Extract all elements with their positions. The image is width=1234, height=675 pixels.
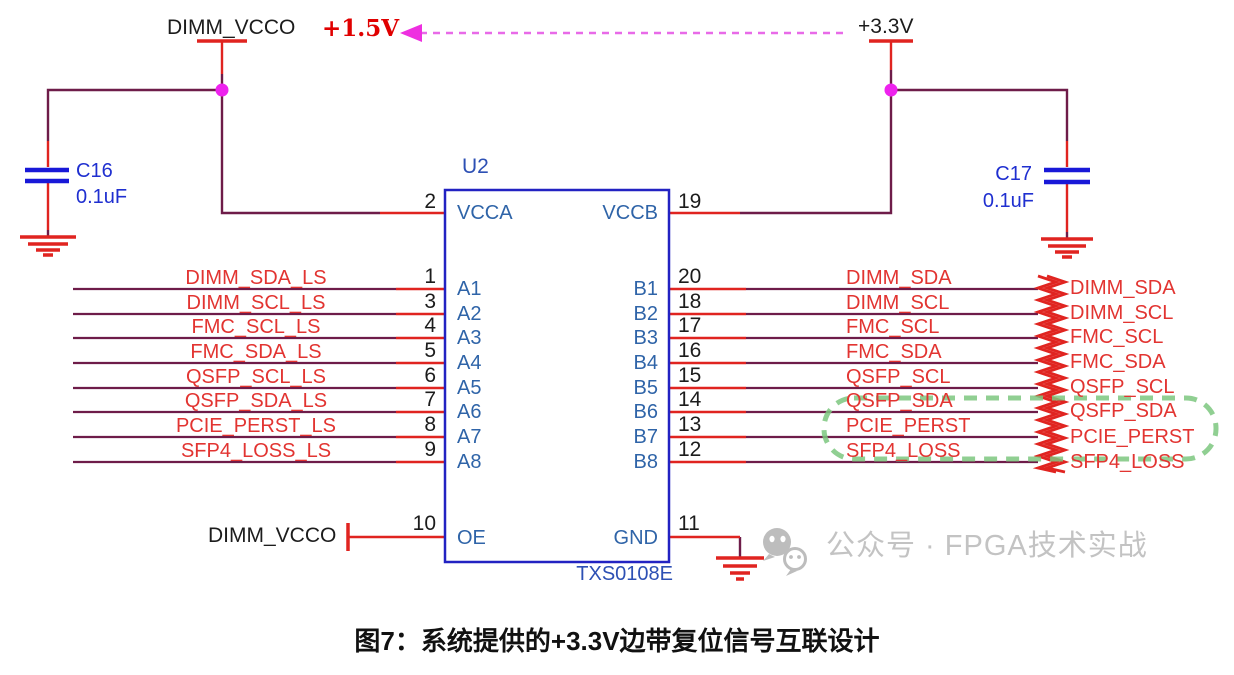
chip-pin-b: B6 bbox=[633, 401, 658, 423]
pin-number: 8 bbox=[424, 413, 436, 436]
pin-number: 7 bbox=[424, 388, 436, 411]
power-net-3v3 bbox=[349, 41, 1069, 557]
figure-caption: 图7：系统提供的+3.3V边带复位信号互联设计 bbox=[354, 626, 880, 656]
chip-part-number: TXS0108E bbox=[576, 563, 673, 585]
offpage-label: FMC_SCL bbox=[1070, 326, 1164, 348]
signal-label-right: QSFP_SCL bbox=[846, 366, 951, 388]
chip-pin-a: A3 bbox=[457, 327, 482, 349]
signal-label-left: QSFP_SDA_LS bbox=[184, 390, 328, 412]
pin-number: 9 bbox=[424, 438, 436, 461]
voltage-arrow bbox=[400, 24, 845, 42]
offpage-label: QSFP_SCL bbox=[1070, 376, 1175, 398]
pin-number: 16 bbox=[678, 339, 702, 362]
chip-pin-a: A4 bbox=[457, 352, 482, 374]
offpage-label: PCIE_PERST bbox=[1070, 426, 1195, 448]
signal-label-right: PCIE_PERST bbox=[846, 415, 971, 437]
c17-ref: C17 bbox=[995, 163, 1032, 185]
highlight-ellipse bbox=[821, 395, 1219, 462]
pin-number: 13 bbox=[678, 413, 702, 436]
pin-number: 15 bbox=[678, 364, 702, 387]
pin-number-gnd: 11 bbox=[678, 512, 700, 535]
chip-pin-b: B5 bbox=[633, 377, 658, 399]
chip-pin-a: A1 bbox=[457, 278, 482, 300]
pin-number: 1 bbox=[424, 265, 436, 288]
signal-label-left: FMC_SDA_LS bbox=[190, 341, 322, 363]
chip-body bbox=[443, 188, 671, 564]
pin-name-oe: OE bbox=[457, 527, 486, 549]
pin-number: 12 bbox=[678, 438, 702, 461]
offpage-label: SFP4_LOSS bbox=[1070, 451, 1185, 473]
wechat-icon bbox=[763, 528, 807, 576]
chip-pin-a: A7 bbox=[457, 426, 482, 448]
chip-pin-b: B7 bbox=[633, 426, 658, 448]
pin-number-vcca: 2 bbox=[424, 190, 436, 213]
chip-pin-b: B2 bbox=[633, 303, 658, 325]
pin-number: 4 bbox=[424, 314, 436, 337]
net-label-dimm-vcco-oe: DIMM_VCCO bbox=[208, 524, 337, 547]
offpage-label: DIMM_SDA bbox=[1070, 277, 1176, 299]
c16-value: 0.1uF bbox=[76, 186, 128, 208]
pin-number: 18 bbox=[678, 290, 702, 313]
signal-label-right: DIMM_SCL bbox=[846, 292, 950, 314]
signal-label-right: DIMM_SDA bbox=[846, 267, 952, 289]
chip-pin-b: B3 bbox=[633, 327, 658, 349]
offpage-label: DIMM_SCL bbox=[1070, 302, 1174, 324]
signal-label-right: FMC_SDA bbox=[846, 341, 942, 363]
chip-pin-a: A2 bbox=[457, 303, 482, 325]
signal-label-right: SFP4_LOSS bbox=[846, 440, 961, 462]
pin-name-gnd: GND bbox=[613, 527, 658, 549]
signal-label-left: PCIE_PERST_LS bbox=[175, 415, 337, 437]
offpage-label: QSFP_SDA bbox=[1070, 400, 1177, 422]
chip-pin-b: B8 bbox=[633, 451, 658, 473]
c17-value: 0.1uF bbox=[982, 190, 1034, 212]
capacitor-plates bbox=[25, 167, 1090, 185]
signal-label-left: DIMM_SDA_LS bbox=[185, 267, 327, 289]
pin-number: 5 bbox=[424, 339, 436, 362]
pin-number: 14 bbox=[678, 388, 702, 411]
signal-label-right: FMC_SCL bbox=[846, 316, 940, 338]
chip-pin-b: B4 bbox=[633, 352, 658, 374]
net-label-dimm-vcco-top: DIMM_VCCO bbox=[167, 16, 296, 39]
pin-name-vccb: VCCB bbox=[602, 202, 658, 224]
chip-pin-a: A5 bbox=[457, 377, 482, 399]
c16-ref: C16 bbox=[76, 160, 113, 182]
ground-symbol-gnd bbox=[716, 556, 764, 581]
ground-symbol-c16 bbox=[20, 235, 76, 257]
pin-number: 3 bbox=[424, 290, 436, 313]
signal-label-left: DIMM_SCL_LS bbox=[186, 292, 326, 314]
watermark-text: 公众号 · FPGA技术实战 bbox=[826, 530, 1148, 562]
pin-number: 17 bbox=[678, 314, 702, 337]
pin-number: 6 bbox=[424, 364, 436, 387]
rail-label-3v3: +3.3V bbox=[858, 15, 914, 38]
signal-label-left: QSFP_SCL_LS bbox=[185, 366, 327, 388]
offpage-label: FMC_SDA bbox=[1070, 351, 1166, 373]
signal-label-left: FMC_SCL_LS bbox=[191, 316, 321, 338]
chip-designator: U2 bbox=[462, 155, 489, 178]
signal-label-right: QSFP_SDA bbox=[846, 390, 953, 412]
pin-number-vccb: 19 bbox=[678, 190, 702, 213]
chip-pin-b: B1 bbox=[633, 278, 658, 300]
pin-name-vcca: VCCA bbox=[457, 202, 513, 224]
pin-number-oe: 10 bbox=[412, 512, 436, 535]
ground-symbol-c17 bbox=[1041, 237, 1093, 259]
signal-wires-right bbox=[669, 287, 1038, 464]
signal-label-left: SFP4_LOSS_LS bbox=[180, 440, 332, 462]
rail-label-1v5: +1.5V bbox=[322, 15, 400, 42]
offpage-connector-zigzag bbox=[1032, 274, 1070, 474]
chip-pin-a: A8 bbox=[457, 451, 482, 473]
pin-number: 20 bbox=[678, 265, 702, 288]
chip-pin-a: A6 bbox=[457, 401, 482, 423]
signal-wires-left bbox=[73, 287, 445, 464]
power-port-bars bbox=[197, 39, 913, 551]
